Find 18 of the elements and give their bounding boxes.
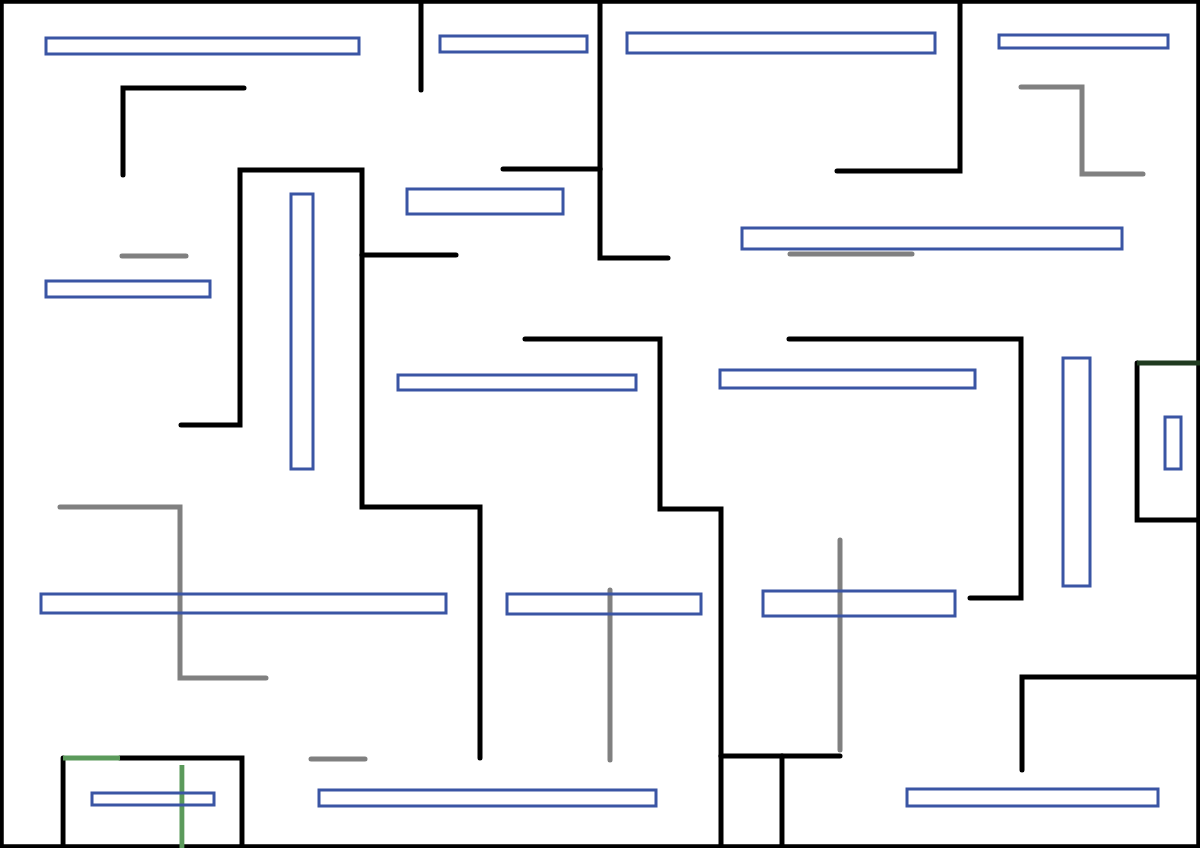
outlined-bar (396, 373, 638, 392)
outlined-bar (740, 226, 1124, 251)
outlined-bar (44, 36, 361, 56)
outlined-bar (718, 368, 977, 390)
outlined-bar (997, 33, 1170, 50)
outlined-bar (317, 788, 658, 808)
outlined-bar (905, 787, 1160, 808)
outlined-bar (90, 791, 216, 807)
outlined-bar (39, 592, 448, 615)
outlined-bar (44, 279, 212, 299)
outlined-bar (438, 34, 589, 54)
outlined-bar (405, 187, 565, 216)
outlined-bar (505, 592, 703, 616)
outlined-bar (1061, 356, 1092, 588)
outlined-bar (1163, 415, 1183, 471)
outlined-bar (625, 31, 937, 55)
outlined-bar (761, 589, 957, 618)
outlined-bar (289, 192, 315, 471)
